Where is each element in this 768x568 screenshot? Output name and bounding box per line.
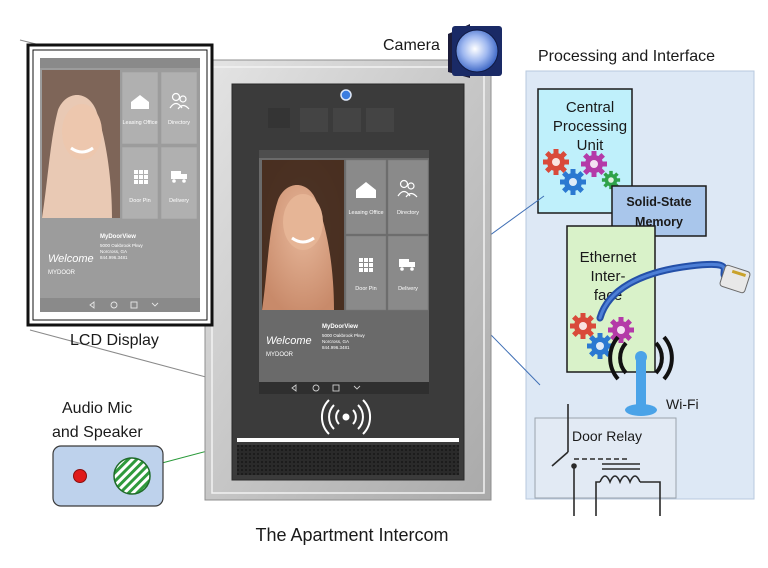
cpu-label-line1: Central — [566, 99, 614, 116]
audio-label-line2: and Speaker — [52, 424, 143, 441]
screen-property-name: MyDoorView — [100, 234, 136, 240]
truck-icon — [171, 171, 187, 183]
people-icon — [169, 92, 190, 110]
camera-label: Camera — [383, 37, 440, 54]
screen-address-line: 5000 Oakbrook Pkwy — [100, 243, 144, 248]
screen-address-line: Norcross, GA — [322, 339, 349, 344]
keypad-icon — [134, 170, 148, 184]
lcd-display-enlarged: Leasing Office Directory Door Pin Delive… — [26, 43, 214, 327]
tile-directory: Directory — [397, 210, 419, 216]
ethernet-label-line2: Inter- — [590, 268, 625, 285]
home-icon — [131, 95, 149, 109]
home-icon — [356, 182, 376, 198]
tile-door-pin: Door Pin — [129, 198, 150, 204]
ethernet-cable-icon — [596, 260, 751, 322]
speaker-icon — [113, 457, 151, 495]
device-camera-lens — [340, 89, 352, 101]
wifi-label: Wi-Fi — [666, 396, 699, 412]
diagram-caption: The Apartment Intercom — [255, 525, 448, 545]
processing-panel-title: Processing and Interface — [538, 48, 715, 65]
door-relay-label: Door Relay — [572, 428, 642, 444]
tile-delivery: Delivery — [398, 286, 418, 292]
tile-directory: Directory — [168, 120, 190, 126]
speaker-grille — [237, 445, 459, 475]
people-icon — [397, 179, 418, 198]
microphone-icon — [73, 469, 87, 483]
android-nav-icons — [291, 384, 361, 392]
screen-welcome: Welcome — [266, 335, 312, 347]
tile-door-pin: Door Pin — [355, 286, 376, 292]
door-relay-box: Door Relay — [534, 404, 677, 516]
audio-module — [52, 445, 164, 507]
device-screen: Leasing Office Directory Door Pin Delive… — [259, 150, 429, 394]
cpu-label-line3: Unit — [577, 137, 605, 154]
screen-address-line: 844.996.3481 — [100, 255, 128, 260]
android-nav-icons — [89, 301, 159, 309]
screen-property-name: MyDoorView — [322, 324, 358, 330]
tile-leasing-office: Leasing Office — [122, 120, 157, 126]
cpu-label-line2: Processing — [553, 118, 627, 135]
camera-icon — [448, 24, 502, 78]
wifi-antenna-icon — [608, 335, 674, 416]
ethernet-label-line1: Ethernet — [580, 249, 638, 266]
cpu-box: Central Processing Unit — [537, 88, 633, 214]
keypad-icon — [359, 258, 373, 272]
lcd-display-label: LCD Display — [70, 332, 159, 349]
truck-icon — [399, 259, 415, 271]
screen-welcome: Welcome — [48, 253, 94, 265]
memory-label-line1: Solid-State — [626, 195, 691, 209]
screen-address-line: 5000 Oakbrook Pkwy — [322, 333, 366, 338]
relay-schematic-icon — [551, 404, 661, 516]
intercom-device: Leasing Office Directory Door Pin Delive… — [204, 59, 492, 501]
tile-delivery: Delivery — [169, 198, 189, 204]
tile-leasing-office: Leasing Office — [348, 210, 383, 216]
screen-brand: MYDOOR — [266, 352, 294, 358]
screen-address-line: 844.996.3481 — [322, 345, 350, 350]
nfc-reader-icon — [320, 399, 372, 435]
screen-address-line: Norcross, GA — [100, 249, 127, 254]
screen-brand: MYDOOR — [48, 270, 76, 276]
audio-label-line1: Audio Mic — [62, 400, 132, 417]
